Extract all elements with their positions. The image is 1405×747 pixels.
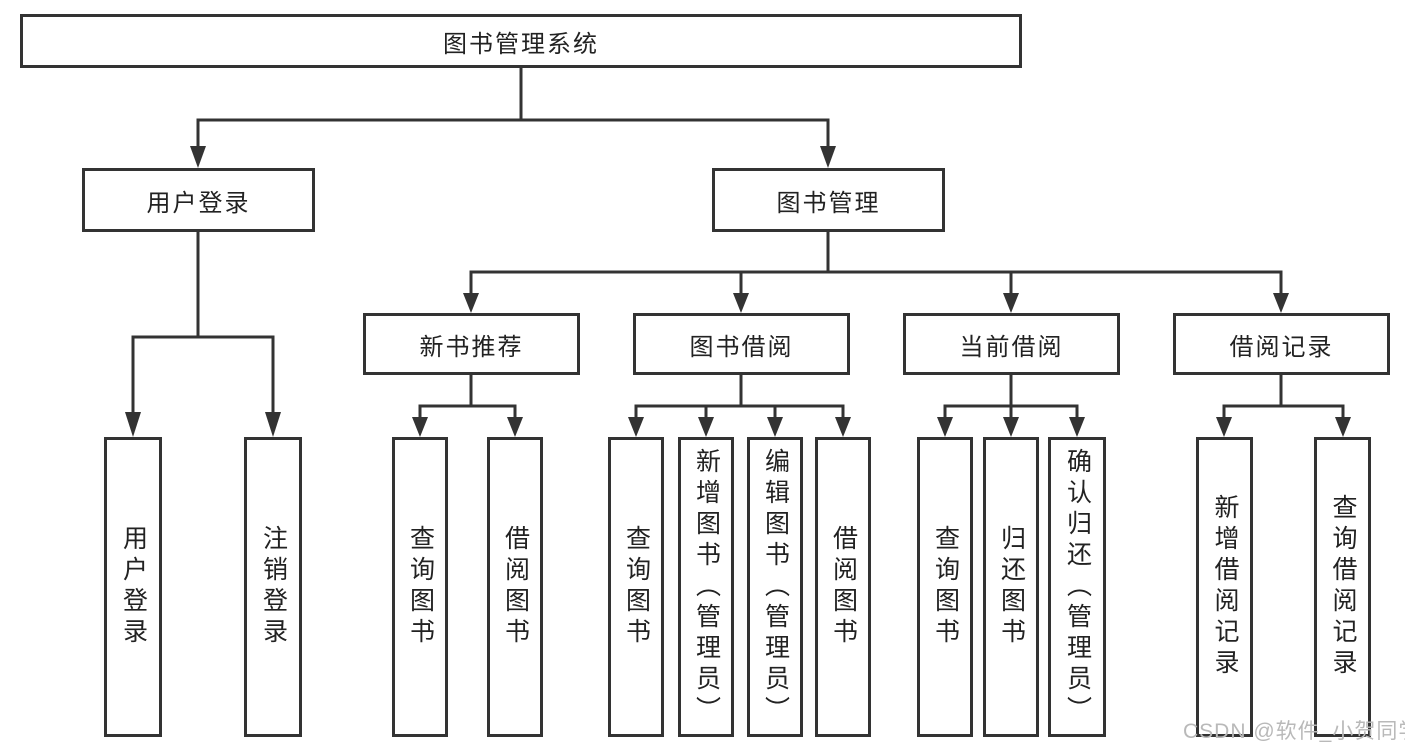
leaf-borrowing-borrow-books: 借阅图书: [815, 437, 871, 737]
leaf-borrowing-add-books-admin: 新增图书（管理员）: [678, 437, 734, 737]
leaf-borrowing-query-books-label: 查询图书: [622, 525, 651, 649]
leaf-borrowing-add-books-admin-label: 新增图书（管理员）: [692, 447, 721, 727]
leaf-recommend-borrow-books: 借阅图书: [487, 437, 543, 737]
node-current-borrowing: 当前借阅: [903, 313, 1120, 375]
leaf-current-query-books: 查询图书: [917, 437, 973, 737]
leaf-recommend-borrow-books-label: 借阅图书: [501, 525, 530, 649]
leaf-recommend-query-books-label: 查询图书: [406, 525, 435, 649]
node-user-login-label: 用户登录: [146, 189, 251, 217]
leaf-logout-login: 注销登录: [244, 437, 302, 737]
leaf-borrowing-borrow-books-label: 借阅图书: [829, 525, 858, 649]
leaf-borrowing-edit-books-admin: 编辑图书（管理员）: [747, 437, 803, 737]
leaf-current-return-books: 归还图书: [983, 437, 1039, 737]
leaf-records-query-record-label: 查询借阅记录: [1329, 494, 1357, 680]
leaf-borrowing-query-books: 查询图书: [608, 437, 664, 737]
node-current-borrowing-label: 当前借阅: [959, 333, 1064, 361]
leaf-current-confirm-return-admin-label: 确认归还（管理员）: [1063, 447, 1092, 727]
node-book-borrowing-label: 图书借阅: [689, 333, 794, 361]
leaf-current-return-books-label: 归还图书: [997, 525, 1026, 649]
node-user-login: 用户登录: [82, 168, 315, 232]
leaf-current-confirm-return-admin: 确认归还（管理员）: [1048, 437, 1106, 737]
leaf-borrowing-edit-books-admin-label: 编辑图书（管理员）: [761, 447, 790, 727]
node-new-book-recommend-label: 新书推荐: [419, 333, 524, 361]
node-borrowing-records-label: 借阅记录: [1229, 333, 1334, 361]
leaf-logout-login-label: 注销登录: [259, 525, 288, 649]
leaf-records-add-record-label: 新增借阅记录: [1211, 494, 1239, 680]
node-book-management: 图书管理: [712, 168, 945, 232]
node-new-book-recommend: 新书推荐: [363, 313, 580, 375]
leaf-user-login: 用户登录: [104, 437, 162, 737]
csdn-watermark: CSDN @软件_小贺同学: [1183, 720, 1405, 743]
leaf-current-query-books-label: 查询图书: [931, 525, 960, 649]
leaf-records-query-record: 查询借阅记录: [1314, 437, 1371, 737]
leaf-recommend-query-books: 查询图书: [392, 437, 448, 737]
node-borrowing-records: 借阅记录: [1173, 313, 1390, 375]
node-book-management-label: 图书管理: [776, 189, 881, 217]
leaf-user-login-label: 用户登录: [119, 525, 148, 649]
node-book-borrowing: 图书借阅: [633, 313, 850, 375]
leaf-records-add-record: 新增借阅记录: [1196, 437, 1253, 737]
node-library-system: 图书管理系统: [20, 14, 1022, 68]
node-library-system-label: 图书管理系统: [443, 30, 599, 58]
